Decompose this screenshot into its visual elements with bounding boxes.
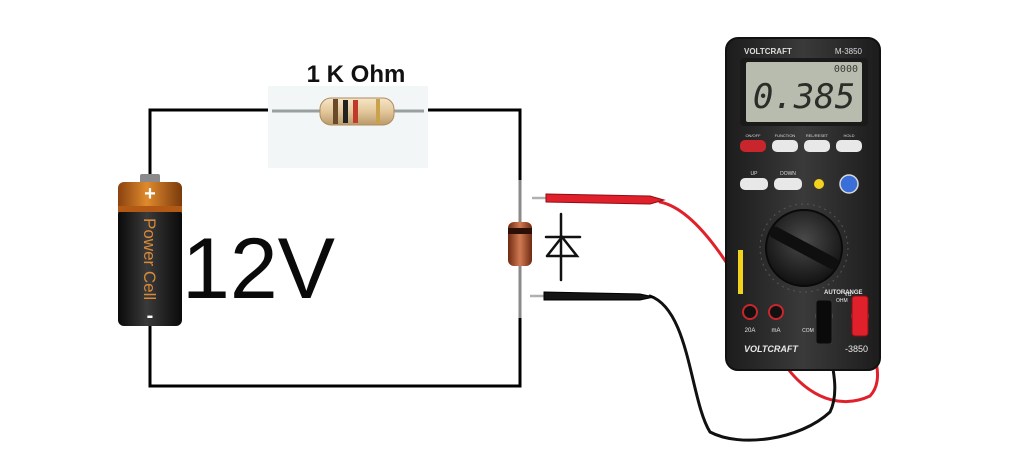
diode	[508, 180, 532, 318]
jack-ma-label: mA	[772, 328, 781, 334]
hold-button[interactable]	[836, 140, 862, 152]
resistor	[272, 97, 424, 126]
probe-cables	[648, 200, 879, 442]
battery-terminal	[140, 174, 160, 184]
resistor-label: 1 K Ohm	[307, 61, 406, 88]
red-probe-plug	[851, 295, 869, 337]
resistor-band-1	[333, 99, 338, 124]
red-probe-cable	[658, 200, 879, 404]
battery-plus-sign: +	[144, 183, 156, 205]
black-probe-plug	[815, 299, 833, 345]
circuit-wires	[148, 108, 522, 388]
yellow-indicator-icon	[814, 179, 824, 189]
up-button[interactable]	[740, 178, 768, 190]
multimeter-brand-bottom: VOLTCRAFT	[744, 344, 799, 354]
rel-reset-button-label: REL/RESET	[806, 133, 829, 138]
knob-pointer	[769, 226, 839, 270]
multimeter-model-top: M-3850	[835, 47, 863, 56]
resistor-band-3	[353, 100, 358, 123]
down-button[interactable]	[774, 178, 802, 190]
jack-20a-label: 20A	[745, 328, 756, 334]
black-probe-handle	[543, 291, 655, 301]
resistor-band-2	[343, 100, 348, 123]
multimeter: VOLTCRAFT M-3850 0000 0.385 ON/OFF FUNCT…	[725, 37, 881, 371]
wire-top-right	[424, 108, 522, 182]
diode-symbol-icon	[544, 212, 582, 282]
power-button-label: ON/OFF	[745, 133, 761, 138]
rotary-adjust-icon[interactable]	[839, 174, 859, 194]
black-probe-cable	[648, 294, 837, 442]
battery-body	[118, 208, 182, 326]
range-indicator-strip	[738, 250, 743, 294]
autorange-label: AUTORANGE	[824, 290, 863, 296]
battery-brand-label: Power Cell	[140, 218, 159, 300]
lcd-small-reading: 0000	[834, 64, 858, 75]
jack-20a[interactable]	[742, 304, 758, 320]
hold-button-label: HOLD	[843, 133, 854, 138]
battery-top	[118, 182, 182, 212]
battery: + - Power Cell	[118, 174, 182, 327]
resistor-band-4	[376, 99, 380, 124]
down-button-label: DOWN	[780, 171, 796, 177]
jack-v-ohm-label: VΩ	[844, 292, 851, 298]
left-margin	[0, 0, 38, 454]
lcd-reading: 0.385	[753, 77, 855, 117]
red-probe-handle	[545, 193, 666, 205]
function-button[interactable]	[772, 140, 798, 152]
up-button-label: UP	[751, 171, 759, 177]
battery-minus-sign: -	[147, 305, 154, 327]
jack-com-label: COM	[802, 328, 814, 334]
lcd-screen	[746, 62, 862, 122]
battery-voltage-label: 12V	[182, 221, 335, 317]
function-buttons: ON/OFF FUNCTION REL/RESET HOLD	[740, 133, 862, 152]
multimeter-brand-top: VOLTCRAFT	[744, 47, 792, 56]
multimeter-model-bottom: -3850	[845, 344, 868, 354]
right-margin	[962, 0, 1024, 454]
jack-ma[interactable]	[768, 304, 784, 320]
wire-bottom	[148, 316, 522, 388]
battery-band	[118, 206, 182, 212]
function-button-label: FUNCTION	[775, 133, 796, 138]
red-probe	[532, 193, 666, 205]
wire-top-left	[148, 108, 272, 182]
black-probe	[530, 291, 655, 301]
power-button[interactable]	[740, 140, 766, 152]
rel-reset-button[interactable]	[804, 140, 830, 152]
ohm-label: OHM	[836, 298, 848, 304]
dial-ring	[759, 203, 849, 293]
diode-cathode-band	[508, 228, 532, 234]
